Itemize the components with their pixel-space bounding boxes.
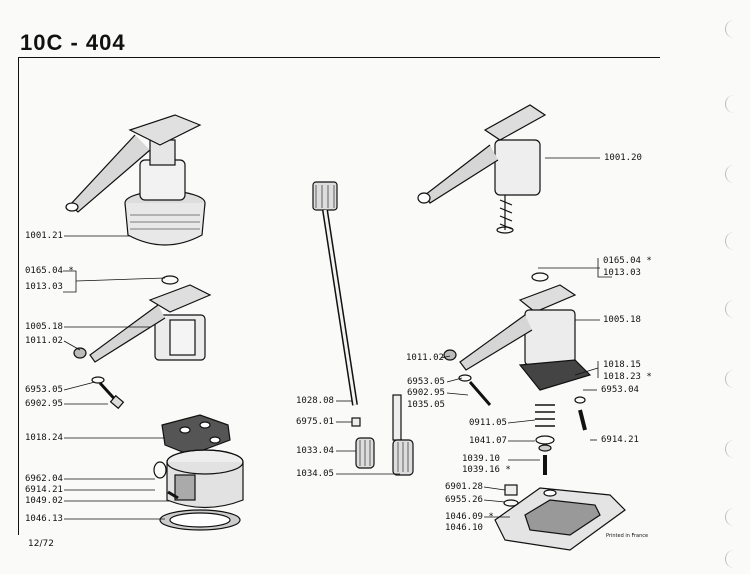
part-label-6975-01: 6975.01: [296, 417, 334, 427]
gasket-1018-24: [161, 414, 231, 456]
binder-hole: [725, 440, 736, 458]
part-label-6914-21: 6914.21: [601, 435, 639, 445]
part-label-1046-13: 1046.13: [25, 514, 63, 524]
part-label-1018-15: 1018.15: [603, 360, 641, 370]
pump-assembly-1001-20: [417, 104, 547, 234]
part-label-1018-24: 1018.24: [25, 433, 63, 443]
part-label-1046-09: 1046.09 *: [445, 512, 494, 522]
part-label-1041-07: 1041.07: [469, 436, 507, 446]
part-label-6902-95: 6902.95: [25, 399, 63, 409]
binder-hole: [725, 165, 736, 183]
part-label-1011-02: 1011.02: [25, 336, 63, 346]
binder-hole: [725, 550, 736, 568]
page-title: 10C - 404: [20, 30, 126, 55]
leader-lines: [63, 157, 612, 520]
part-label-0165-04: 0165.04 *: [25, 266, 74, 276]
frame-top-rule: [18, 57, 660, 58]
part-label-6953-04: 6953.04: [601, 385, 639, 395]
part-label-6902-95: 6902.95: [407, 388, 445, 398]
binder-hole: [725, 95, 736, 113]
drive-shaft-1028-08: [312, 181, 361, 427]
part-label-6914-21: 6914.21: [25, 485, 63, 495]
part-label-1034-05: 1034.05: [296, 469, 334, 479]
part-label-1005-18: 1005.18: [603, 315, 641, 325]
filter-base-1046-10: [494, 484, 626, 551]
pump-assembly-1001-21: [65, 114, 206, 246]
binder-hole: [725, 20, 736, 38]
part-label-1005-18: 1005.18: [25, 322, 63, 332]
frame-left-rule: [18, 57, 19, 535]
gear-1033-04: [355, 437, 375, 469]
gear-1034-05: [392, 394, 414, 476]
part-label-1011-02: 1011.02: [406, 353, 444, 363]
part-label-1039-10: 1039.10: [462, 454, 500, 464]
part-label-1033-04: 1033.04: [296, 446, 334, 456]
part-label-1039-16: 1039.16 *: [462, 465, 511, 475]
part-label-0911-05: 0911.05: [469, 418, 507, 428]
part-label-1001-20: 1001.20: [604, 153, 642, 163]
part-label-1018-23: 1018.23 *: [603, 372, 652, 382]
pump-body-1005-18-left: [73, 275, 212, 363]
part-label-1001-21: 1001.21: [25, 231, 63, 241]
screw-set-left: [91, 376, 125, 410]
part-label-0165-04: 0165.04 *: [603, 256, 652, 266]
part-label-6962-04: 6962.04: [25, 474, 63, 484]
part-label-1013-03: 1013.03: [603, 268, 641, 278]
part-label-1046-10: 1046.10: [445, 523, 483, 533]
valve-spring-stack: [535, 396, 587, 475]
part-label-1035-05: 1035.05: [407, 400, 445, 410]
lower-housing-left: [153, 449, 244, 531]
part-label-6901-28: 6901.28: [445, 482, 483, 492]
page-code: 12/72: [28, 539, 54, 549]
binder-hole: [725, 370, 736, 388]
part-label-6955-26: 6955.26: [445, 495, 483, 505]
pump-body-1005-18-right: [443, 272, 592, 406]
binder-hole: [725, 508, 736, 526]
part-label-6953-05: 6953.05: [407, 377, 445, 387]
part-label-6953-05: 6953.05: [25, 385, 63, 395]
binder-hole: [725, 300, 736, 318]
printed-note: Printed in France: [606, 533, 649, 539]
binder-hole: [725, 232, 736, 250]
part-label-1028-08: 1028.08: [296, 396, 334, 406]
part-label-1013-03: 1013.03: [25, 282, 63, 292]
part-label-1049-02: 1049.02: [25, 496, 63, 506]
